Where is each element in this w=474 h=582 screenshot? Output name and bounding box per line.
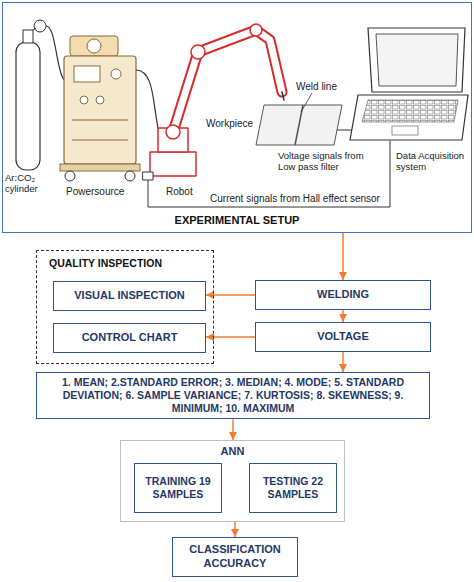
group-heading: EXPERIMENTAL SETUP <box>3 214 471 228</box>
box-label: VISUAL INSPECTION <box>74 289 184 303</box>
group-heading: ANN <box>121 445 344 459</box>
flow-arrow <box>232 419 234 440</box>
signal-wires <box>148 130 390 207</box>
flow-arrow <box>342 310 344 322</box>
box-label: 1. MEAN; 2.STANDARD ERROR; 3. MEDIAN; 4.… <box>43 376 423 415</box>
welding-robot <box>143 24 284 180</box>
process-box: TRAINING 19 SAMPLES <box>134 463 222 513</box>
process-box: CLASSIFICATION ACCURACY <box>172 537 298 577</box>
process-box: VISUAL INSPECTION <box>53 281 206 311</box>
box-label: VOLTAGE <box>317 330 369 344</box>
flow-arrow <box>342 352 344 372</box>
box-label: WELDING <box>317 288 369 302</box>
process-box: VOLTAGE <box>255 322 431 352</box>
box-label: TRAINING 19 SAMPLES <box>141 475 215 501</box>
process-box: TESTING 22 SAMPLES <box>249 463 337 513</box>
part-label: Ar:CO₂ cylinder <box>5 172 53 195</box>
part-label: Weld line <box>296 81 356 93</box>
part-label: Workpiece <box>206 118 258 130</box>
group-box: TRAINING 19 SAMPLES TESTING 22 SAMPLES ANN <box>120 440 345 522</box>
group-box: VISUAL INSPECTION CONTROL CHART QUALITY IN… <box>36 250 214 364</box>
part-label: Current signals from Hall effect sensor <box>200 193 390 205</box>
part-label: Powersource <box>66 186 146 198</box>
data-acquisition-laptop <box>350 28 468 140</box>
flow-arrow <box>342 233 344 280</box>
box-label: TESTING 22 SAMPLES <box>256 475 330 501</box>
part-label: Data Acquisition system <box>396 150 470 173</box>
process-box: WELDING <box>255 280 431 310</box>
feature-box: 1. MEAN; 2.STANDARD ERROR; 3. MEDIAN; 4.… <box>36 372 430 419</box>
box-label: CONTROL CHART <box>82 331 178 345</box>
process-box: CONTROL CHART <box>53 323 206 353</box>
workpiece <box>256 93 342 145</box>
gas-cylinder <box>16 20 64 170</box>
box-label: CLASSIFICATION ACCURACY <box>179 543 291 571</box>
group-heading: QUALITY INSPECTION <box>49 257 162 270</box>
part-label: Voltage signals from Low pass filter <box>278 150 380 173</box>
part-label: Robot <box>166 186 206 198</box>
flow-arrow <box>234 522 236 537</box>
